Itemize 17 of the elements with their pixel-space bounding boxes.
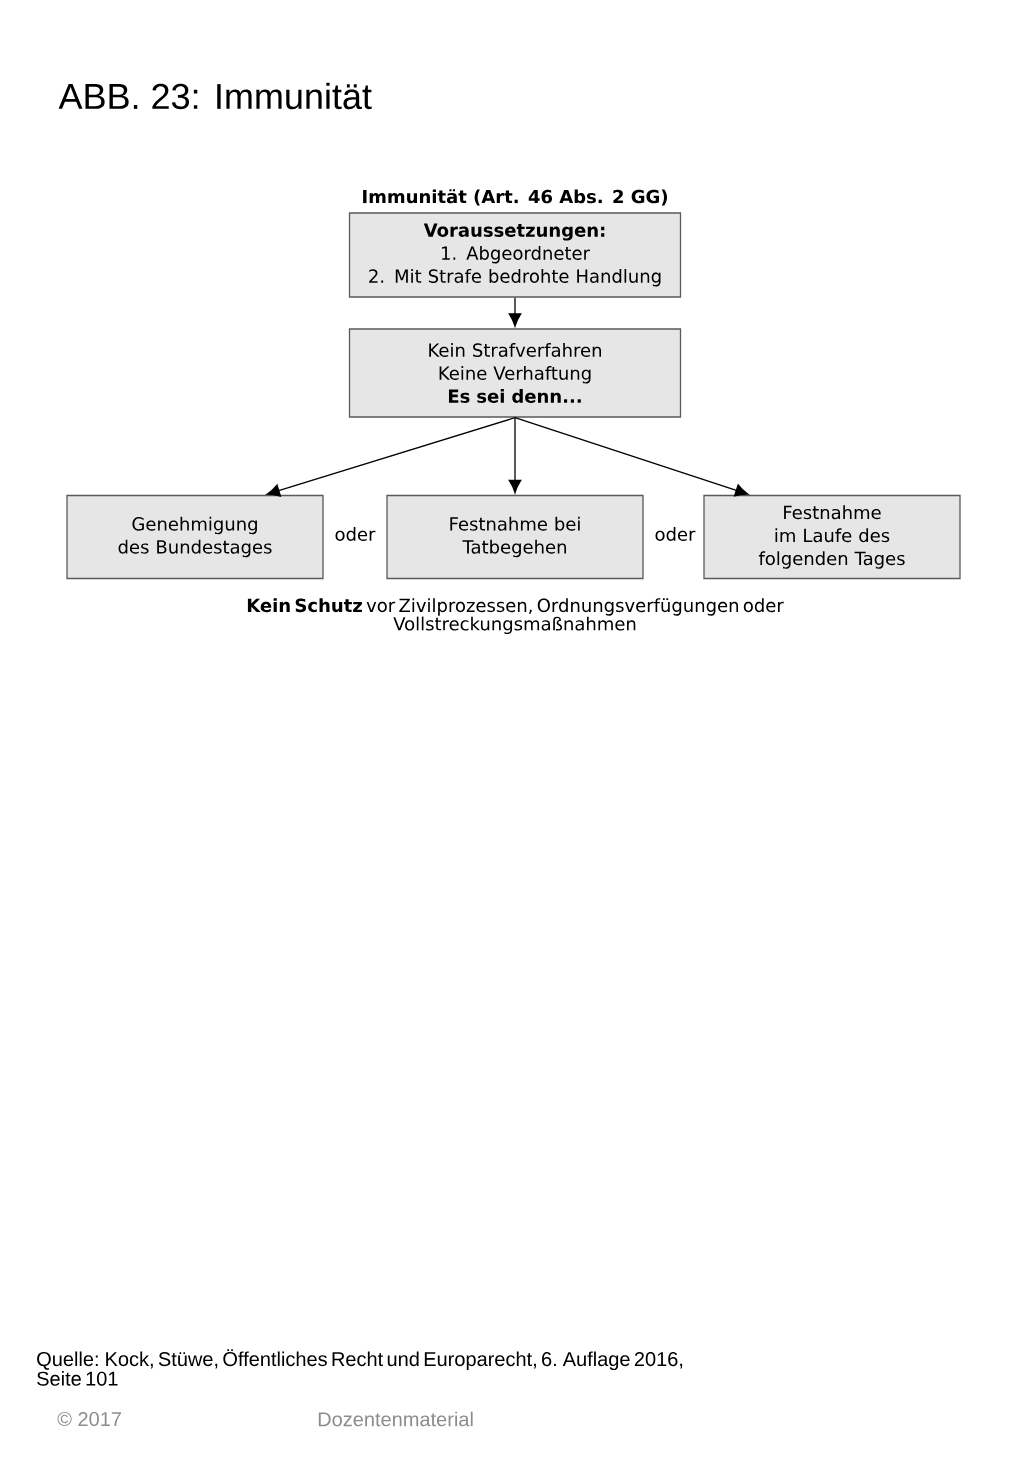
copyright: © 2017 <box>57 1411 121 1427</box>
process-box: Festnahme im Laufe des folgenden Tages <box>703 494 961 580</box>
process-box: Voraussetzungen: 1. Abgeordneter 2. Mit Strafe bedrohte Handlung <box>348 212 682 298</box>
note: Kein Schutz vor Zivilprozessen, Ordnungsverfügungen oder Vollstreckungsmaßnahmen <box>247 598 784 635</box>
arrow <box>508 297 522 327</box>
box-heading: Immunität (Art. 46 Abs. 2 GG) <box>363 189 667 206</box>
source-note: Quelle: Kock, Stüwe, Öffentliches Recht und Europarecht, 6. Auflage 2016, Seite 101 <box>37 1349 683 1386</box>
arrow <box>508 417 522 494</box>
process-box: Festnahme bei Tatbegehen <box>386 494 644 580</box>
process-box: Genehmigung des Bundestages <box>66 494 324 580</box>
title: ABB. 23: Immunität <box>58 82 372 110</box>
arrow <box>266 417 516 497</box>
oder-text: oder <box>655 527 696 541</box>
oder-text: oder <box>335 527 376 541</box>
footer-text: Dozentenmaterial <box>318 1411 473 1427</box>
arrow <box>514 417 749 497</box>
process-box: Kein Strafverfahren Keine Verhaftung Es sei denn... <box>348 328 682 418</box>
